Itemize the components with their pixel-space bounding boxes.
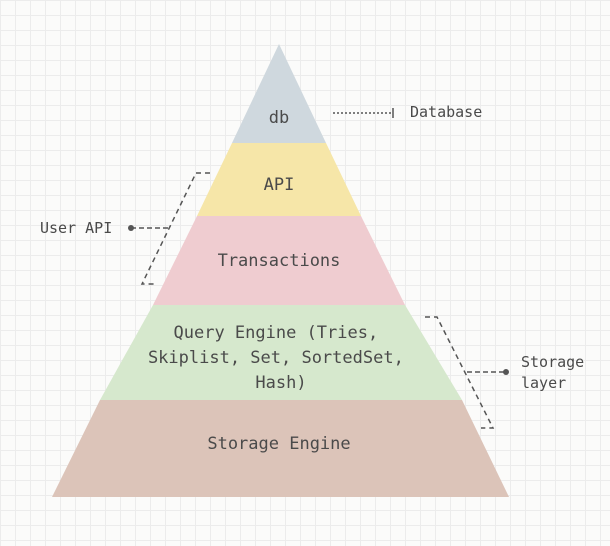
storage-layer-bracket (425, 316, 495, 429)
database-label: Database (410, 103, 482, 121)
layer-transactions-band (153, 216, 405, 305)
layer-query-engine-label: Query Engine (Tries, Skiplist, Set, Sort… (148, 323, 414, 393)
layer-transactions-label: Transactions (218, 251, 341, 271)
layer-storage-engine-label: Storage Engine (207, 434, 350, 454)
layer-api-label: API (264, 175, 295, 195)
storage-layer-label: Storage layer (521, 353, 593, 392)
pyramid-labels: db API Transactions Query Engine (Tries,… (148, 108, 414, 454)
user-api-bracket (140, 172, 210, 285)
layer-db-label: db (269, 108, 289, 128)
user-api-connector-dot (128, 225, 134, 231)
pyramid-layers (52, 44, 509, 497)
layer-api-band (197, 143, 361, 216)
user-api-annotation: User API (40, 172, 210, 285)
user-api-label: User API (40, 219, 112, 237)
storage-layer-annotation: Storage layer (425, 316, 593, 429)
layer-db-band (232, 44, 326, 143)
database-annotation: Database (333, 103, 482, 121)
layer-query-engine-band (100, 305, 462, 400)
layer-storage-engine-band (52, 400, 509, 497)
storage-layer-connector-dot (503, 369, 509, 375)
